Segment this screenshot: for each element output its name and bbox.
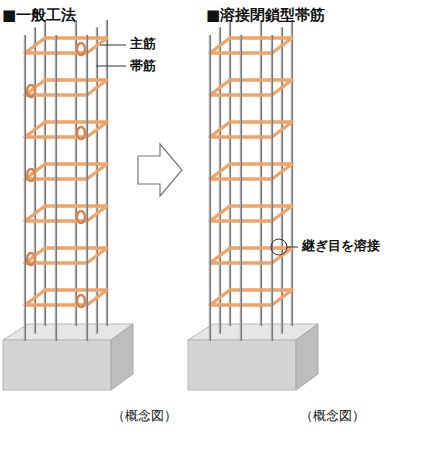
hoop (210, 80, 292, 95)
callout-text: 継ぎ目を溶接 (302, 238, 380, 254)
hoop (25, 38, 107, 53)
hoop (210, 248, 292, 263)
main-bar (271, 35, 273, 341)
caption-note: （概念図） (300, 408, 365, 424)
main-bar (209, 35, 211, 341)
part-name: 帯筋 (130, 58, 156, 74)
weld-marker (271, 239, 287, 255)
hoop (210, 206, 292, 221)
main-bar (291, 20, 293, 326)
hoop (210, 290, 292, 305)
footing-front (188, 340, 296, 390)
hoop-hook (27, 169, 35, 181)
hoop (25, 164, 107, 179)
hoop (25, 206, 107, 221)
hoop-hook (77, 127, 85, 139)
hoop-hook (77, 43, 85, 55)
hoop (210, 164, 292, 179)
caption-note: （概念図） (112, 408, 177, 424)
main-bar (44, 20, 46, 326)
hoop (25, 290, 107, 305)
hoop (25, 80, 107, 95)
footing-side (111, 324, 133, 390)
hoop (210, 122, 292, 137)
hoop (25, 248, 107, 263)
hoop-hook (77, 211, 85, 223)
hoop-hook (27, 253, 35, 265)
hoop (210, 38, 292, 53)
main-bar (260, 20, 262, 326)
main-bar (281, 28, 283, 334)
section-heading: ■溶接閉鎖型帯筋 (206, 6, 325, 24)
main-bar (240, 35, 242, 341)
main-bar (55, 35, 57, 341)
main-bar (86, 35, 88, 341)
section-heading: ■一般工法 (2, 6, 76, 24)
hoop-hook (77, 295, 85, 307)
footing-front (3, 340, 111, 390)
main-bar (229, 20, 231, 326)
transition-arrow (138, 144, 182, 196)
footing-side (296, 324, 318, 390)
main-bar (75, 20, 77, 326)
rebar-column (188, 20, 318, 390)
hoop-hook (27, 85, 35, 97)
leader-line (96, 66, 126, 67)
main-bar (24, 35, 26, 341)
main-bar (96, 28, 98, 334)
rebar-column (3, 20, 133, 390)
leader-line (287, 247, 298, 248)
part-name: 主筋 (130, 36, 156, 52)
leader-line (100, 45, 126, 46)
hoop (25, 122, 107, 137)
